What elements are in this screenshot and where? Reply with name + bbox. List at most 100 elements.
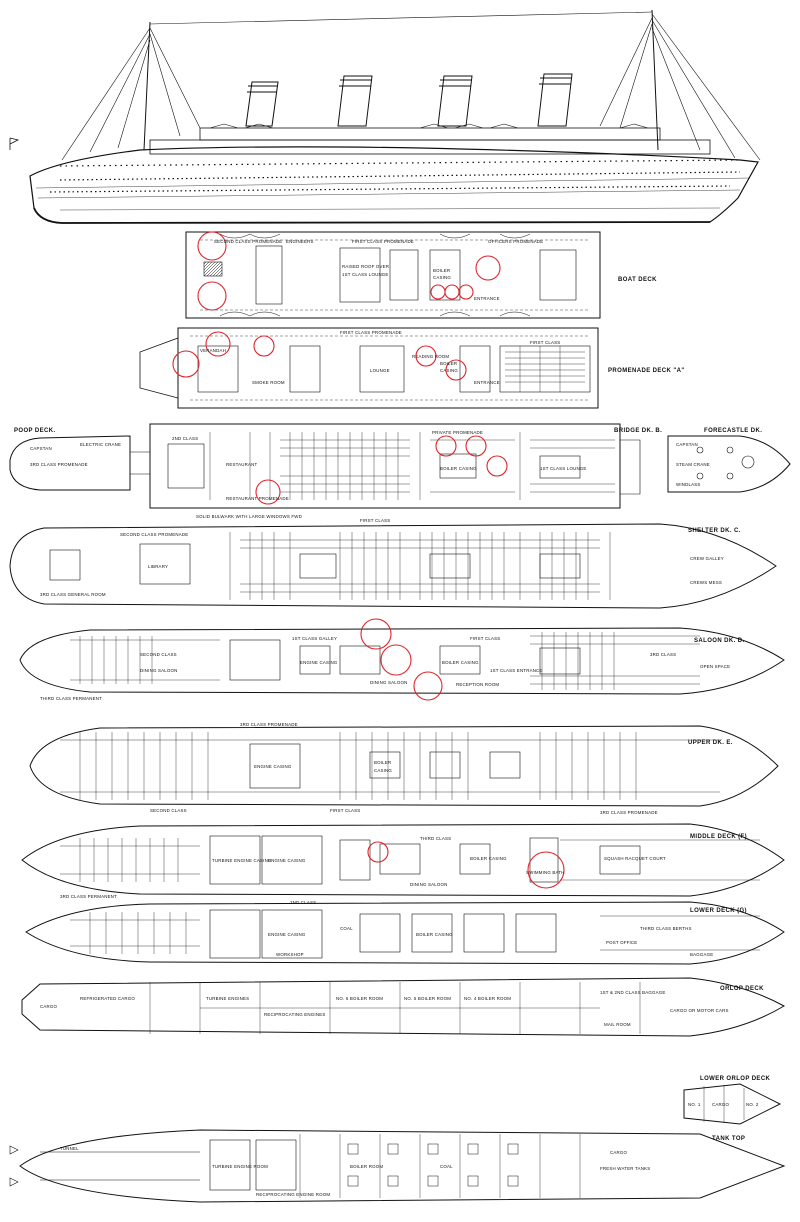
label-reception-room: RECEPTION ROOM xyxy=(456,682,499,687)
boat-deck-plan xyxy=(185,231,601,319)
label-o-baggage: 1ST & 2ND CLASS BAGGAGE xyxy=(600,990,666,995)
label-d-second-class: SECOND CLASS xyxy=(140,652,177,657)
label-solid-bulwark: SOLID BULWARK WITH LARGE WINDOWS FWD xyxy=(196,514,302,519)
label-d-galley: 1ST CLASS GALLEY xyxy=(292,636,337,641)
label-electric-crane: ELECTRIC CRANE xyxy=(80,442,121,447)
promenade-deck-title: PROMENADE DECK "A" xyxy=(608,368,685,374)
label-f-3rd-permanent: 3RD CLASS PERMANENT xyxy=(60,894,117,899)
label-3rd-class-promenade: 3RD CLASS PROMENADE xyxy=(30,462,88,467)
label-b-lounge: 1ST CLASS LOUNGE xyxy=(540,466,587,471)
label-first-class-promenade: FIRST CLASS PROMENADE xyxy=(352,239,414,244)
label-lo-no2: NO. 2 xyxy=(746,1102,759,1107)
orlop-deck-plan xyxy=(21,977,786,1037)
shelter-deck-title: SHELTER DK. C. xyxy=(688,528,741,534)
lower-deck-title: LOWER DECK (G) xyxy=(690,908,747,914)
label-verandah: VERANDAH xyxy=(200,348,226,353)
label-f-third-class: THIRD CLASS xyxy=(420,836,451,841)
label-second-class-promenade: SECOND CLASS PROMENADE xyxy=(214,239,282,244)
label-fc-windlass: WINDLASS xyxy=(676,482,701,487)
lower-orlop-deck-title: LOWER ORLOP DECK xyxy=(700,1076,771,1082)
saloon-deck-plan xyxy=(19,618,785,701)
highlight-markers xyxy=(197,231,501,311)
hull-outline xyxy=(29,146,759,224)
forecastle-deck-title: FORECASTLE DK. xyxy=(704,428,762,434)
label-e-engine-casing: ENGINE CASING xyxy=(254,764,292,769)
label-d-boiler-casing: BOILER CASING xyxy=(442,660,479,665)
label-g-baggage: BAGGAGE xyxy=(690,952,713,957)
ship-profile xyxy=(9,9,761,224)
label-lo-no1: NO. 1 xyxy=(688,1102,701,1107)
label-a-first-class-promenade: FIRST CLASS PROMENADE xyxy=(340,330,402,335)
label-a-casing: CASING xyxy=(440,368,458,373)
label-g-coal: COAL xyxy=(340,926,353,931)
middle-deck-plan xyxy=(21,823,785,897)
label-refrigerated-cargo: REFRIGERATED CARGO xyxy=(80,996,135,1001)
saloon-deck-title: SALOON DK. D. xyxy=(694,638,745,644)
label-fresh-water: FRESH WATER TANKS xyxy=(600,1166,650,1171)
label-f-turbine-casing: TURBINE ENGINE CASING xyxy=(212,858,272,863)
promenade-deck-plan xyxy=(139,327,599,409)
label-a-first-class: FIRST CLASS xyxy=(530,340,560,345)
label-raised-roof: RAISED ROOF OVER xyxy=(342,264,389,269)
label-library: LIBRARY xyxy=(148,564,168,569)
label-third-permanent: THIRD CLASS PERMANENT xyxy=(40,696,102,701)
label-reciprocating-engines: RECIPROCATING ENGINES xyxy=(264,1012,325,1017)
label-e-3rd-promenade-aft: 3RD CLASS PROMENADE xyxy=(600,810,658,815)
lower-deck-plan xyxy=(25,901,785,965)
label-crews-mess: CREWS MESS xyxy=(690,580,722,585)
label-casing: CASING xyxy=(433,275,451,280)
label-motor-cars: CARGO OR MOTOR CARS xyxy=(670,1008,729,1013)
label-e-casing: CASING xyxy=(374,768,392,773)
label-d-engine-casing: ENGINE CASING xyxy=(300,660,338,665)
label-fc-steam-crane: STEAM CRANE xyxy=(676,462,710,467)
label-c-second-class-promenade: SECOND CLASS PROMENADE xyxy=(120,532,188,537)
label-tt-cargo: CARGO xyxy=(610,1150,627,1155)
label-g-engine-casing: ENGINE CASING xyxy=(268,932,306,937)
label-no6-boiler-room: NO. 6 BOILER ROOM xyxy=(336,996,383,1001)
label-restaurant-promenade: RESTAURANT PROMENADE xyxy=(226,496,289,501)
label-o-cargo: CARGO xyxy=(40,1004,57,1009)
label-swimming-bath: SWIMMING BATH xyxy=(526,870,565,875)
label-e-second-class: SECOND CLASS xyxy=(150,808,187,813)
label-b-boiler-casing: BOILER CASING xyxy=(440,466,477,471)
shelter-deck-plan xyxy=(9,523,777,609)
masts-rigging xyxy=(61,9,761,161)
poop-deck-title: POOP DECK. xyxy=(14,428,56,434)
label-e-boiler: BOILER xyxy=(374,760,391,765)
label-poop-capstan: CAPSTAN xyxy=(30,446,52,451)
label-d-first-dining: DINING SALOON xyxy=(370,680,408,685)
label-g-boiler-casing: BOILER CASING xyxy=(416,932,453,937)
label-d-3rd-class: 3RD CLASS xyxy=(650,652,676,657)
label-post-office: POST OFFICE xyxy=(606,940,637,945)
bridge-deck-title: BRIDGE DK. B. xyxy=(614,428,662,434)
label-d-dining-saloon: DINING SALOON xyxy=(140,668,178,673)
label-general-room: 3RD CLASS GENERAL ROOM xyxy=(40,592,106,597)
upper-deck-plan xyxy=(29,725,779,807)
bridge-deck-plan xyxy=(9,423,791,509)
label-private-promenade: PRIVATE PROMENADE xyxy=(432,430,483,435)
label-turbine-engines: TURBINE ENGINES xyxy=(206,996,249,1001)
label-f-2nd-class: 2ND CLASS xyxy=(290,900,316,905)
label-engineers: ENGINEERS xyxy=(286,239,314,244)
middle-deck-title: MIDDLE DECK (F) xyxy=(690,834,747,840)
label-a-boiler: BOILER xyxy=(440,361,457,366)
label-turbine-room: TURBINE ENGINE ROOM xyxy=(212,1164,268,1169)
label-crew-galley: CREW GALLEY xyxy=(690,556,724,561)
label-c-first-class: FIRST CLASS xyxy=(360,518,390,523)
tank-top-plan xyxy=(9,1129,786,1203)
label-restaurant: RESTAURANT xyxy=(226,462,258,467)
tank-top-title: TANK TOP xyxy=(712,1136,745,1142)
label-reciprocating-room: RECIPROCATING ENGINE ROOM xyxy=(256,1192,330,1197)
label-lo-cargo: CARGO xyxy=(712,1102,729,1107)
label-reading-room: READING ROOM xyxy=(412,354,449,359)
label-f-engine-casing: ENGINE CASING xyxy=(268,858,306,863)
label-e-3rd-promenade: 3RD CLASS PROMENADE xyxy=(240,722,298,727)
label-e-first-class: FIRST CLASS xyxy=(330,808,360,813)
label-a-entrance: ENTRANCE xyxy=(474,380,500,385)
label-boiler: BOILER xyxy=(433,268,450,273)
label-g-third-berths: THIRD CLASS BERTHS xyxy=(640,926,692,931)
label-tunnel: TUNNEL xyxy=(60,1146,79,1151)
label-smoke-room: SMOKE ROOM xyxy=(252,380,285,385)
label-d-entrance: 1ST CLASS ENTRANCE xyxy=(490,668,543,673)
label-tt-coal: COAL xyxy=(440,1164,453,1169)
